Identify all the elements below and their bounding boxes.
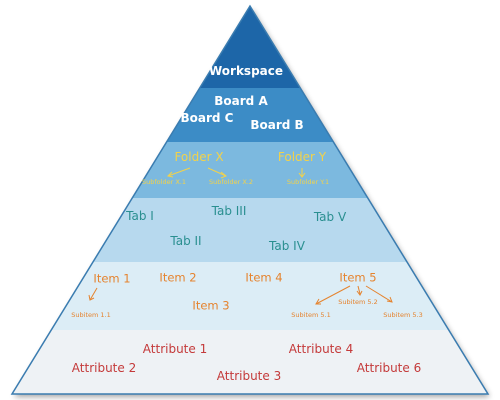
- tab-i-label: Tab I: [126, 209, 154, 223]
- folder-x-label: Folder X: [174, 150, 224, 164]
- arrow-item5-to-5-3: [365, 285, 393, 303]
- tier-folders: [12, 142, 488, 198]
- subitem-arrows: [88, 285, 393, 305]
- tier-attributes: [12, 330, 488, 394]
- attribute-4-label: Attribute 4: [288, 342, 354, 356]
- arrowhead-5-3: [386, 296, 393, 303]
- subitem-1-1-label: Subitem 1.1: [71, 310, 111, 319]
- subitem-5-1-label: Subitem 5.1: [291, 310, 331, 319]
- arrowhead-5-1: [315, 298, 321, 305]
- item-4-label: Item 4: [245, 270, 283, 285]
- subitem-5-2-label: Subitem 5.2: [338, 297, 378, 306]
- board-c-label: Board C: [180, 111, 234, 125]
- arrow-folder-x-to-x2: [207, 167, 227, 177]
- tier-tabs: [12, 198, 488, 262]
- item-2-label: Item 2: [159, 270, 197, 285]
- subfolder-arrows: [166, 167, 306, 179]
- item-3-label: Item 3: [192, 298, 230, 313]
- subfolder-y1-label: Subfolder Y.1: [286, 177, 330, 186]
- board-a-label: Board A: [214, 94, 268, 108]
- arrowhead-5-2: [356, 290, 363, 296]
- board-b-label: Board B: [250, 118, 304, 132]
- tab-iv-label: Tab IV: [269, 239, 305, 253]
- attribute-1-label: Attribute 1: [142, 342, 208, 356]
- subfolder-x1-label: Subfolder X.1: [142, 177, 186, 186]
- pyramid-outline: [10, 4, 490, 395]
- item-1-label: Item 1: [93, 271, 131, 286]
- attribute-6-label: Attribute 6: [356, 361, 422, 375]
- arrowhead-1-1: [88, 294, 95, 301]
- folder-y-label: Folder Y: [277, 150, 327, 164]
- tier-items: [12, 262, 488, 330]
- subitem-5-3-label: Subitem 5.3: [383, 310, 423, 319]
- arrow-item1-to-1-1: [89, 287, 98, 301]
- tab-iii-label: Tab III: [211, 204, 247, 218]
- arrowhead-x2: [220, 171, 227, 179]
- item-5-label: Item 5: [339, 270, 377, 285]
- arrowhead-y1: [298, 172, 306, 178]
- tab-ii-label: Tab II: [170, 234, 202, 248]
- subfolder-x2-label: Subfolder X.2: [209, 177, 253, 186]
- arrowhead-x1: [166, 171, 174, 178]
- arrow-item5-to-5-1: [315, 285, 351, 305]
- attribute-3-label: Attribute 3: [216, 369, 282, 383]
- tab-v-label: Tab V: [313, 210, 347, 224]
- arrow-folder-x-to-x1: [167, 167, 191, 177]
- workspace-label: Workspace: [208, 64, 284, 78]
- attribute-2-label: Attribute 2: [71, 361, 137, 375]
- arrow-item5-to-5-2: [357, 285, 361, 295]
